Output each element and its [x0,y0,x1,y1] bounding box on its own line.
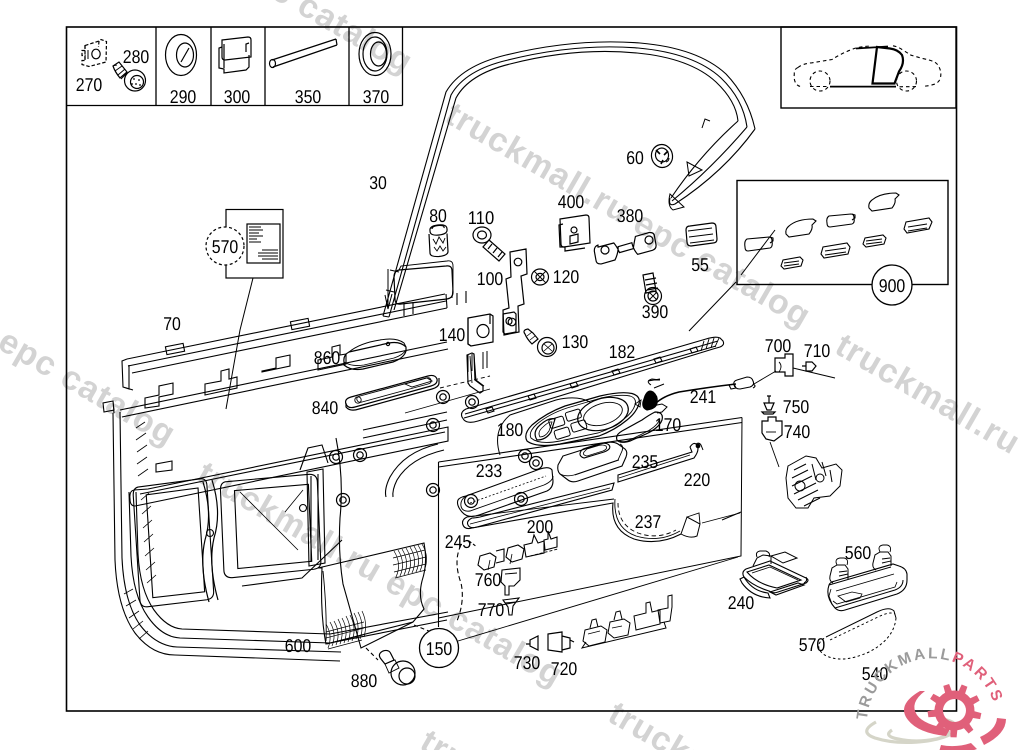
svg-text:840: 840 [312,397,339,418]
svg-text:380: 380 [617,205,644,226]
svg-text:120: 120 [553,266,580,287]
svg-text:560: 560 [845,542,872,563]
svg-text:241: 241 [690,386,717,407]
svg-text:110: 110 [468,207,495,228]
svg-text:180: 180 [497,419,524,440]
svg-text:290: 290 [170,86,197,107]
svg-text:400: 400 [558,191,585,212]
svg-text:170: 170 [655,414,682,435]
svg-text:730: 730 [514,652,541,673]
svg-text:740: 740 [784,421,811,442]
svg-text:130: 130 [562,331,589,352]
svg-text:390: 390 [642,301,669,322]
svg-text:245: 245 [445,531,472,552]
svg-text:750: 750 [783,396,810,417]
svg-text:70: 70 [163,313,181,334]
svg-text:710: 710 [804,340,831,361]
svg-text:860: 860 [314,347,341,368]
svg-text:570: 570 [799,634,826,655]
svg-text:300: 300 [224,86,251,107]
svg-text:900: 900 [879,275,906,296]
svg-text:540: 540 [862,663,889,684]
svg-text:770: 770 [478,599,505,620]
svg-text:240: 240 [728,592,755,613]
svg-text:280: 280 [123,46,150,67]
svg-text:700: 700 [765,335,792,356]
svg-text:600: 600 [285,635,312,656]
svg-text:220: 220 [684,469,711,490]
svg-text:880: 880 [351,670,378,691]
svg-text:760: 760 [475,569,502,590]
svg-text:140: 140 [439,324,466,345]
svg-text:55: 55 [691,254,709,275]
svg-text:150: 150 [426,638,453,659]
svg-text:270: 270 [76,74,103,95]
svg-text:237: 237 [635,511,662,532]
svg-text:30: 30 [369,172,387,193]
svg-text:570: 570 [212,236,239,257]
svg-text:370: 370 [363,86,390,107]
svg-text:80: 80 [429,205,447,226]
svg-text:350: 350 [295,86,322,107]
svg-text:60: 60 [626,147,644,168]
svg-text:233: 233 [476,460,503,481]
svg-text:720: 720 [551,658,578,679]
svg-text:100: 100 [477,268,504,289]
svg-text:200: 200 [527,516,554,537]
svg-text:235: 235 [632,451,659,472]
svg-text:182: 182 [609,341,636,362]
